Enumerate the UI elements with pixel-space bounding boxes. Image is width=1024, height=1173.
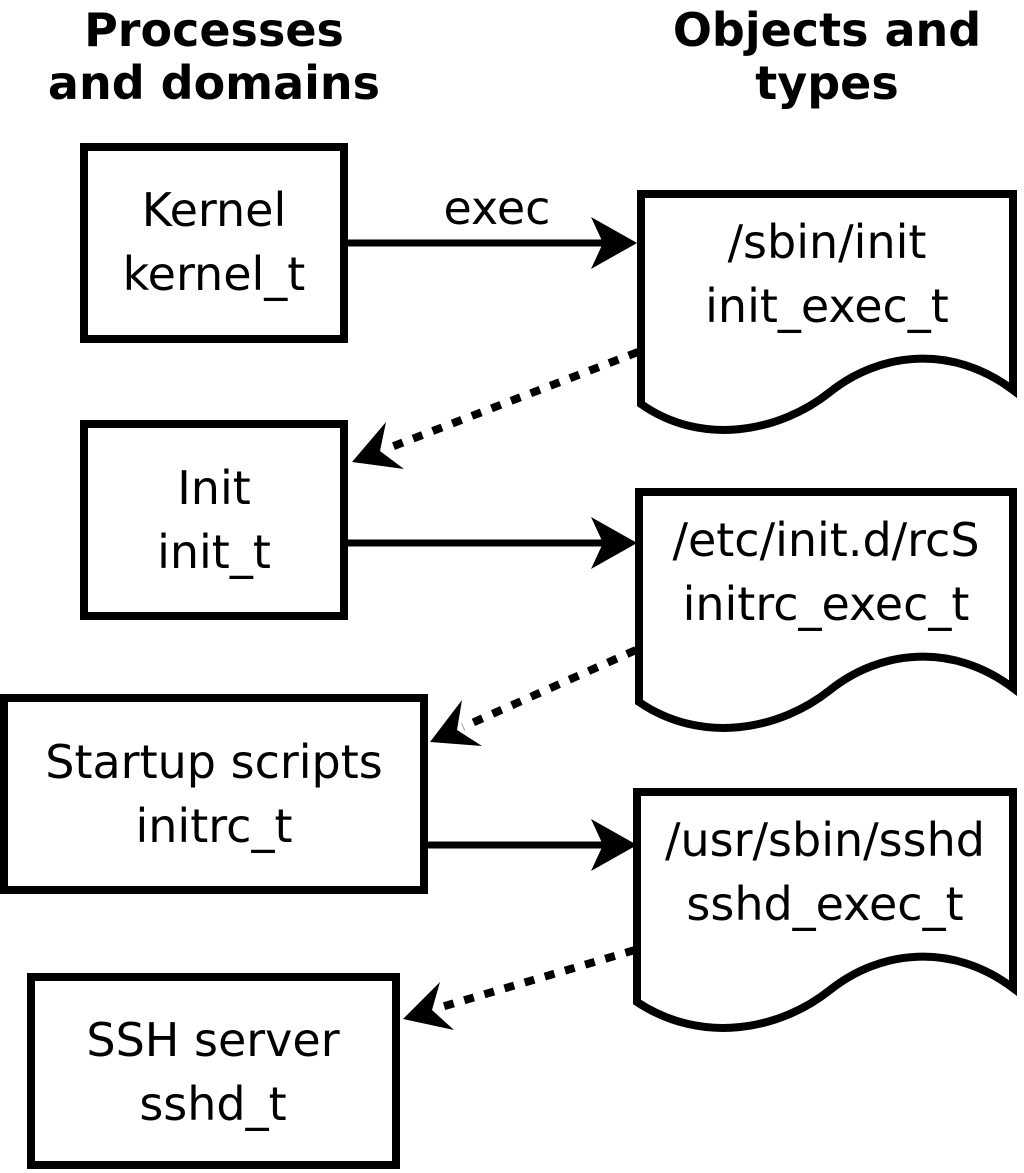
dotted-line xyxy=(461,646,638,731)
process-type: kernel_t xyxy=(123,247,306,301)
object-doc-etc-initd-rcs: /etc/init.d/rcS initrc_exec_t xyxy=(635,488,1017,732)
object-path: /etc/init.d/rcS xyxy=(672,513,979,567)
dotted-arrow-sshd-exec-to-sshd xyxy=(403,946,637,1030)
process-rect xyxy=(80,420,348,620)
header-processes-line2: and domains xyxy=(48,56,380,110)
dotted-line xyxy=(436,946,637,1012)
object-path: /usr/sbin/sshd xyxy=(665,813,985,867)
header-processes-line1: Processes xyxy=(84,3,344,57)
exec-label: exec xyxy=(444,181,551,235)
column-header-objects: Objects and types xyxy=(673,3,981,110)
header-objects-line2: types xyxy=(755,56,898,110)
dotted-line xyxy=(384,348,640,453)
arrowhead-icon xyxy=(430,700,482,746)
process-rect xyxy=(0,694,428,894)
document-shape-icon xyxy=(633,788,1017,1032)
arrowhead-icon xyxy=(591,517,637,569)
process-name: Startup scripts xyxy=(45,735,383,789)
process-name: Init xyxy=(177,461,251,515)
header-objects-line1: Objects and xyxy=(673,3,981,57)
process-box-init: Init init_t xyxy=(80,420,348,620)
process-box-kernel: Kernel kernel_t xyxy=(80,143,348,343)
arrow-init-to-rcs xyxy=(348,517,637,569)
column-header-processes: Processes and domains xyxy=(48,3,380,110)
arrowhead-icon xyxy=(591,217,637,269)
object-type: sshd_exec_t xyxy=(686,877,963,931)
object-doc-usr-sbin-sshd: /usr/sbin/sshd sshd_exec_t xyxy=(633,788,1017,1032)
document-shape-icon xyxy=(635,488,1017,732)
process-type: initrc_t xyxy=(136,799,293,853)
arrow-kernel-to-sbin-init: exec xyxy=(348,181,637,269)
arrowhead-icon xyxy=(352,422,404,469)
process-box-startup-scripts: Startup scripts initrc_t xyxy=(0,694,428,894)
arrowhead-icon xyxy=(403,982,454,1030)
arrow-initrc-to-sshd xyxy=(425,819,637,871)
process-box-ssh-server: SSH server sshd_t xyxy=(27,973,400,1169)
process-type: sshd_t xyxy=(139,1077,286,1131)
dotted-arrow-init-exec-to-init xyxy=(352,348,640,469)
process-rect xyxy=(27,973,400,1169)
object-doc-sbin-init: /sbin/init init_exec_t xyxy=(637,190,1017,434)
document-shape-icon xyxy=(637,190,1017,434)
dotted-arrow-initrc-exec-to-initrc xyxy=(430,646,638,746)
process-type: init_t xyxy=(157,525,271,579)
object-type: initrc_exec_t xyxy=(683,577,970,631)
object-path: /sbin/init xyxy=(728,215,927,269)
arrowhead-icon xyxy=(591,819,637,871)
object-type: init_exec_t xyxy=(705,279,949,333)
process-name: Kernel xyxy=(142,183,287,237)
process-rect xyxy=(80,143,348,343)
process-name: SSH server xyxy=(86,1013,339,1067)
